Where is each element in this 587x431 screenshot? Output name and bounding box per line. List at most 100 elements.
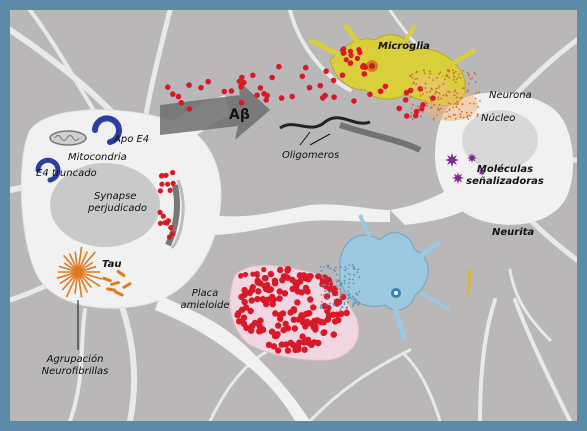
amyloid-dot <box>247 307 254 315</box>
amyloid-dot <box>292 284 300 291</box>
amyloid-dot <box>321 302 328 310</box>
amyloid-dot <box>367 91 373 98</box>
speckle <box>455 96 458 99</box>
speckle <box>321 284 324 287</box>
speckle <box>338 280 340 282</box>
speckle <box>425 102 428 105</box>
tau-rod <box>110 281 120 286</box>
speckle <box>423 69 425 72</box>
amyloid-dot <box>277 315 284 323</box>
amyloid-dot <box>238 83 244 90</box>
speckle <box>411 118 414 121</box>
speckle <box>339 308 342 311</box>
speckle <box>453 90 456 93</box>
speckle <box>448 108 451 110</box>
speckle <box>352 278 355 281</box>
amyloid-dot <box>263 300 270 308</box>
amyloid-dot <box>250 72 256 79</box>
amyloid-dot <box>341 46 347 52</box>
speckle <box>343 279 346 282</box>
tau-rod <box>114 290 124 297</box>
amyloid-dot <box>157 188 163 194</box>
amyloid-dot <box>304 318 311 325</box>
tau-rod <box>122 282 132 289</box>
amyloid-dot <box>254 295 261 303</box>
speckle <box>462 87 465 89</box>
amyloid-dot <box>343 57 349 63</box>
speckle <box>357 301 360 303</box>
amyloid-dot <box>323 293 331 300</box>
speckle <box>323 283 325 286</box>
speckle <box>455 105 458 108</box>
label-placa: Placa <box>191 288 219 299</box>
speckle <box>355 301 357 304</box>
speckle <box>344 265 347 268</box>
tau-rod <box>102 276 112 283</box>
amyloid-dot <box>242 271 249 278</box>
amyloid-dot <box>330 331 337 338</box>
speckle <box>456 103 459 105</box>
amyloid-dot <box>279 310 287 317</box>
tau-fibril <box>74 251 79 273</box>
amyloid-dot <box>248 327 255 334</box>
speckle <box>467 73 470 76</box>
speckle <box>437 98 440 101</box>
speckle <box>344 275 346 278</box>
amyloid-dot <box>276 63 282 70</box>
speckle <box>468 82 470 85</box>
speckle <box>327 266 330 269</box>
tau-fibril <box>77 271 103 280</box>
amyloid-dot <box>158 173 165 179</box>
speckle <box>453 94 456 97</box>
speckle <box>437 73 440 75</box>
amyloid-dot <box>267 270 275 278</box>
speckle <box>353 268 356 271</box>
speckle-dots <box>319 69 481 311</box>
speckle <box>478 91 480 94</box>
e4-truncado-icon <box>35 157 61 183</box>
amyloid-dot <box>263 97 269 103</box>
speckle <box>473 102 476 105</box>
speckle <box>475 92 478 94</box>
tau-fibril <box>65 271 79 298</box>
speckle <box>424 100 427 102</box>
speckle <box>349 296 351 299</box>
speckle <box>452 114 455 116</box>
amyloid-dot <box>299 314 306 321</box>
speckle <box>476 115 479 118</box>
amyloid-dot <box>261 275 268 281</box>
amyloid-dot <box>170 180 176 186</box>
tau-fibril <box>68 253 79 273</box>
speckle <box>424 87 427 89</box>
tau-fibril <box>74 271 79 294</box>
amyloid-dot <box>361 71 368 77</box>
amyloid-dot <box>168 225 174 231</box>
speckle <box>459 113 462 116</box>
speckle <box>471 77 474 79</box>
speckle <box>348 273 351 276</box>
speckle <box>348 278 351 281</box>
amyloid-dot <box>290 316 298 323</box>
speckle <box>414 78 416 80</box>
speckle <box>419 107 421 109</box>
speckle <box>448 109 451 112</box>
speckle <box>448 70 451 73</box>
speckle <box>440 107 442 110</box>
speckle <box>477 106 479 108</box>
tau-fibril <box>77 271 89 293</box>
speckle <box>467 89 470 91</box>
amyloid-dot <box>306 84 313 91</box>
speckle <box>347 290 349 293</box>
amyloid-dot <box>317 318 324 326</box>
speckle <box>324 290 326 293</box>
speckle <box>433 117 435 119</box>
speckle <box>455 78 458 81</box>
speckle <box>429 90 431 93</box>
amyloid-dot <box>261 267 267 273</box>
amyloid-dot <box>402 97 409 103</box>
speckle <box>462 69 464 72</box>
speckle <box>437 96 440 99</box>
amyloid-dot <box>255 288 262 295</box>
amyloid-dot <box>254 270 260 277</box>
speckle <box>454 117 457 120</box>
